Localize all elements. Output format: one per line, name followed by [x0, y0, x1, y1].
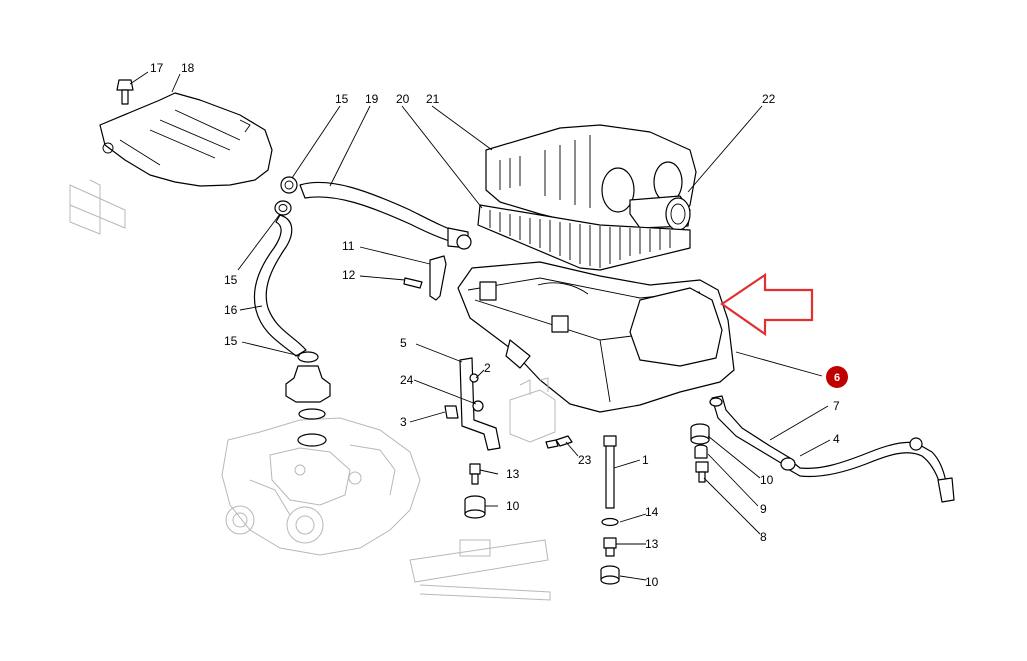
washer-14	[601, 517, 619, 527]
label-2: 2	[484, 361, 491, 375]
spacer-9	[694, 444, 708, 459]
nut-3	[444, 405, 459, 419]
bracket-18-base	[69, 179, 126, 235]
label-15-mid: 15	[224, 273, 238, 287]
label-3: 3	[400, 415, 407, 429]
label-24: 24	[400, 373, 414, 387]
label-23: 23	[578, 453, 592, 467]
screw-2	[469, 373, 479, 383]
bracket-18	[99, 92, 273, 187]
label-14: 14	[645, 505, 659, 519]
label-22: 22	[762, 92, 776, 106]
hose-4	[780, 437, 955, 503]
label-9: 9	[760, 502, 767, 516]
bolt-17	[116, 79, 134, 105]
screw-13-left	[469, 463, 481, 485]
label-12: 12	[342, 268, 356, 282]
airbox-body-6	[457, 261, 735, 413]
label-10-right: 10	[760, 473, 774, 487]
label-8: 8	[760, 530, 767, 544]
label-4: 4	[833, 432, 840, 446]
clamp-15-upper	[280, 176, 298, 194]
bracket-24	[472, 400, 484, 412]
screw-8	[695, 461, 709, 483]
airbox-cover-21	[485, 124, 697, 233]
label-10-left: 10	[506, 499, 520, 513]
air-filter-20	[477, 204, 691, 271]
clamp-15-lower	[297, 351, 319, 363]
label-1: 1	[642, 453, 649, 467]
frame-background	[221, 417, 551, 601]
label-10-bottom: 10	[645, 575, 659, 589]
label-21: 21	[426, 92, 440, 106]
label-20: 20	[396, 92, 410, 106]
grommet-10-bottom	[600, 565, 620, 585]
clamp-15-middle	[274, 200, 292, 216]
sensor-unit	[509, 377, 556, 443]
highlight-badge-6: 6	[826, 366, 848, 388]
label-15-low: 15	[224, 334, 238, 348]
label-19: 19	[365, 92, 379, 106]
label-17: 17	[150, 61, 164, 75]
hose-16	[253, 214, 307, 357]
screw-23	[545, 435, 573, 449]
label-15-top: 15	[335, 92, 349, 106]
pin-12	[403, 277, 423, 289]
label-18: 18	[181, 61, 195, 75]
stud-1	[603, 435, 617, 509]
part-labels: 17 18 15 19 20 21 22 11 12 15 16 15 5 2 …	[150, 61, 840, 589]
label-7: 7	[833, 399, 840, 413]
label-13-left: 13	[506, 467, 520, 481]
label-6: 6	[834, 372, 840, 384]
grommet-10-left	[464, 495, 486, 519]
hose-19	[299, 181, 472, 250]
label-13-right: 13	[645, 537, 659, 551]
label-5: 5	[400, 336, 407, 350]
leader-lines	[129, 71, 831, 581]
highlight-arrow	[720, 272, 814, 337]
pipe-11	[429, 255, 447, 301]
label-16: 16	[224, 303, 238, 317]
drain-pipe-7	[709, 395, 791, 467]
grommet-10-right	[690, 423, 710, 445]
label-11: 11	[342, 239, 355, 253]
intake-fitting	[285, 365, 331, 447]
screw-13-right	[603, 537, 617, 557]
